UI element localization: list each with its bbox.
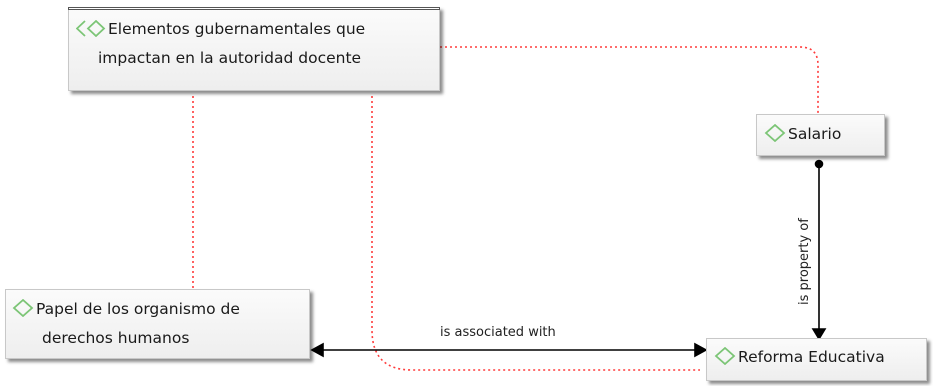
node-papel-line-2: derechos humanos <box>42 329 190 347</box>
node-salario[interactable]: Salario <box>756 114 885 156</box>
link-property-of-arrowhead <box>811 328 827 341</box>
dotted-link-elementos-salario <box>440 46 819 115</box>
node-salario-text: Salario <box>788 125 842 143</box>
node-elementos-text-1: Elementos gubernamentales que <box>108 20 366 38</box>
link-associated-arrowhead-left <box>310 342 324 358</box>
diamond-icon <box>764 123 786 150</box>
node-elementos-line-1: Elementos gubernamentales que <box>75 16 439 45</box>
node-salario-line: Salario <box>764 121 884 150</box>
node-reforma-text: Reforma Educativa <box>738 348 885 366</box>
edge-label-is-associated-with: is associated with <box>440 325 556 340</box>
link-property-of-start-dot <box>814 159 824 169</box>
node-papel-text-1: Papel de los organismo de <box>36 300 240 318</box>
link-associated-arrowhead-right <box>694 342 708 358</box>
diamond-icon <box>714 346 736 373</box>
node-reforma-educativa[interactable]: Reforma Educativa <box>706 338 927 381</box>
node-elementos-gubernamentales[interactable]: Elementos gubernamentales que impactan e… <box>68 7 440 91</box>
node-reforma-line: Reforma Educativa <box>714 344 926 373</box>
double-diamond-icon <box>75 19 106 45</box>
edge-label-is-property-of: is property of <box>797 218 812 305</box>
node-elementos-line-2: impactan en la autoridad docente <box>98 49 362 67</box>
dotted-link-elementos-reforma <box>371 96 700 371</box>
node-header-bar <box>68 7 440 10</box>
diamond-icon <box>12 298 34 325</box>
node-papel-organismos[interactable]: Papel de los organismo de derechos human… <box>5 289 310 359</box>
node-papel-line-1: Papel de los organismo de <box>12 296 309 325</box>
